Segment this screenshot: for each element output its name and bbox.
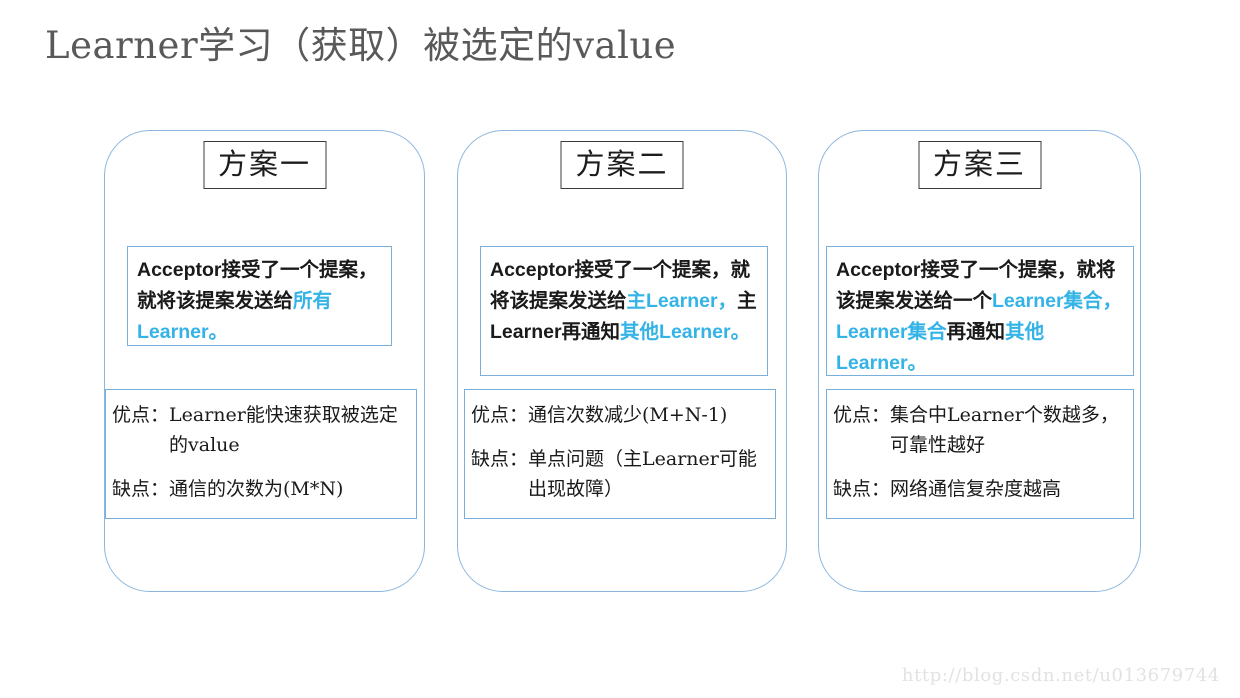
pros-cons-box-1: 优点： Learner能快速获取被选定的value 缺点： 通信的次数为(M*N… xyxy=(105,389,417,519)
description-box-1: Acceptor接受了一个提案，就将该提案发送给所有Learner。 xyxy=(127,246,392,346)
cons-row: 缺点： 通信的次数为(M*N) xyxy=(112,474,410,504)
pros-value: Learner能快速获取被选定的value xyxy=(169,404,398,456)
pros-label: 优点： xyxy=(833,404,891,426)
panel-option-2: 方案二 Acceptor接受了一个提案，就将该提案发送给主Learner，主Le… xyxy=(457,130,787,592)
pros-row: 优点： 通信次数减少(M+N-1) xyxy=(471,400,769,430)
cons-value: 网络通信复杂度越高 xyxy=(890,478,1062,500)
description-segment-highlight: 主Learner， xyxy=(626,290,738,312)
cons-label: 缺点： xyxy=(471,448,529,470)
panel-heading-3: 方案三 xyxy=(917,141,1042,189)
description-segment: 主Learner再通知 xyxy=(490,290,757,343)
panel-heading-2: 方案二 xyxy=(560,141,684,189)
cons-value: 单点问题（主Learner可能出现故障） xyxy=(528,448,757,500)
panel-heading-1: 方案一 xyxy=(202,141,327,189)
description-segment: Acceptor接受了一个提案，就将该提案发送给 xyxy=(490,259,751,312)
description-segment: Acceptor接受了一个提案，就将该提案发送给一个 xyxy=(836,259,1116,312)
description-segment-highlight: 其他Learner。 xyxy=(836,321,1045,374)
description-segment-highlight: 其他Learner。 xyxy=(620,321,751,343)
panels-container: 方案一 Acceptor接受了一个提案，就将该提案发送给所有Learner。 优… xyxy=(0,130,1240,595)
pros-value: 集合中Learner个数越多，可靠性越好 xyxy=(890,404,1119,456)
cons-label: 缺点： xyxy=(833,478,891,500)
cons-label: 缺点： xyxy=(112,478,170,500)
panel-option-3: 方案三 Acceptor接受了一个提案，就将该提案发送给一个Learner集合，… xyxy=(818,130,1141,592)
pros-row: 优点： Learner能快速获取被选定的value xyxy=(112,400,410,460)
pros-row: 优点： 集合中Learner个数越多，可靠性越好 xyxy=(833,400,1127,460)
description-segment: 再通知 xyxy=(946,321,1006,343)
panel-option-1: 方案一 Acceptor接受了一个提案，就将该提案发送给所有Learner。 优… xyxy=(104,130,425,592)
description-segment-highlight: Learner集合，Learner集合 xyxy=(836,290,1123,343)
pros-label: 优点： xyxy=(471,404,529,426)
watermark: http://blog.csdn.net/u013679744 xyxy=(901,665,1220,686)
page-title: Learner学习（获取）被选定的value xyxy=(45,24,677,67)
pros-cons-box-3: 优点： 集合中Learner个数越多，可靠性越好 缺点： 网络通信复杂度越高 xyxy=(826,389,1134,519)
cons-row: 缺点： 网络通信复杂度越高 xyxy=(833,474,1127,504)
pros-value: 通信次数减少(M+N-1) xyxy=(528,404,728,426)
cons-value: 通信的次数为(M*N) xyxy=(169,478,344,500)
description-segment: Acceptor接受了一个提案，就将该提案发送给 xyxy=(137,259,378,312)
pros-cons-box-2: 优点： 通信次数减少(M+N-1) 缺点： 单点问题（主Learner可能出现故… xyxy=(464,389,776,519)
pros-label: 优点： xyxy=(112,404,170,426)
cons-row: 缺点： 单点问题（主Learner可能出现故障） xyxy=(471,444,769,504)
description-box-3: Acceptor接受了一个提案，就将该提案发送给一个Learner集合，Lear… xyxy=(826,246,1134,376)
description-box-2: Acceptor接受了一个提案，就将该提案发送给主Learner，主Learne… xyxy=(480,246,768,376)
description-segment-highlight: 所有Learner。 xyxy=(137,290,333,343)
